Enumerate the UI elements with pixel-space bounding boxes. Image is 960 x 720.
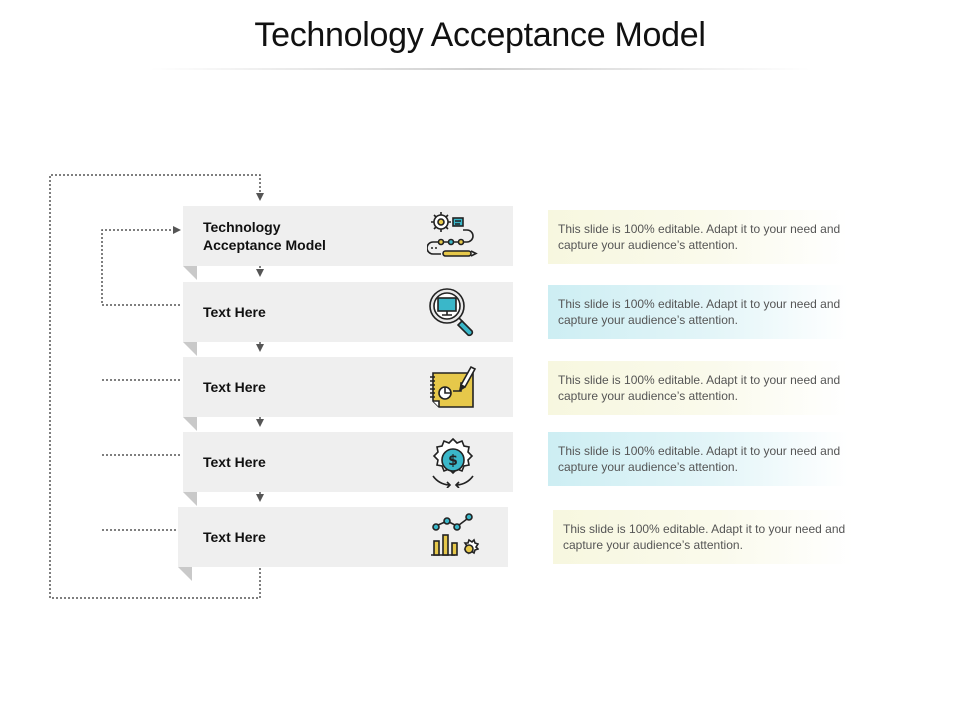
arrowhead-top	[256, 193, 264, 201]
step-label: Technology Acceptance Model	[203, 219, 326, 253]
step-description-5: This slide is 100% editable. Adapt it to…	[553, 510, 853, 564]
step-box-fold	[183, 417, 197, 431]
arrowhead-step-3	[256, 419, 264, 427]
step-box-5: Text Here	[178, 507, 508, 581]
step-label: Text Here	[203, 454, 266, 470]
step-box-fold	[183, 342, 197, 356]
arrowhead-feedback	[173, 226, 181, 234]
step-box-fold	[183, 492, 197, 506]
arrowhead-step-4	[256, 494, 264, 502]
step-description-text: This slide is 100% editable. Adapt it to…	[558, 373, 841, 403]
step-label: Text Here	[203, 379, 266, 395]
step-box-2: Text Here	[183, 282, 513, 356]
outer-loop-line	[49, 174, 261, 599]
chart-gear-icon	[431, 513, 479, 556]
step-label: Text Here	[203, 304, 266, 320]
step-box-fold	[183, 266, 197, 280]
arrowhead-step-2	[256, 344, 264, 352]
step-box-1: Technology Acceptance Model	[183, 206, 513, 280]
feedback-line-1	[101, 229, 180, 306]
step-description-text: This slide is 100% editable. Adapt it to…	[558, 222, 841, 252]
step-description-3: This slide is 100% editable. Adapt it to…	[548, 361, 848, 415]
magnifier-monitor-icon	[429, 288, 474, 337]
step-label: Text Here	[203, 529, 266, 545]
step-description-1: This slide is 100% editable. Adapt it to…	[548, 210, 848, 264]
step-description-2: This slide is 100% editable. Adapt it to…	[548, 285, 848, 339]
step-box-4: Text Here $	[183, 432, 513, 506]
title-divider	[150, 68, 810, 70]
step-description-text: This slide is 100% editable. Adapt it to…	[558, 297, 841, 327]
step-description-text: This slide is 100% editable. Adapt it to…	[563, 522, 846, 552]
gears-process-icon	[427, 212, 478, 257]
step-box-3: Text Here	[183, 357, 513, 431]
step-description-4: This slide is 100% editable. Adapt it to…	[548, 432, 848, 486]
arrowhead-step-1	[256, 269, 264, 277]
svg-text:$: $	[448, 453, 458, 469]
slide-title: Technology Acceptance Model	[254, 16, 706, 54]
notebook-pencil-icon	[430, 365, 477, 408]
step-description-text: This slide is 100% editable. Adapt it to…	[558, 444, 841, 474]
step-box-fold	[178, 567, 192, 581]
dollar-gear-icon: $	[432, 437, 474, 488]
